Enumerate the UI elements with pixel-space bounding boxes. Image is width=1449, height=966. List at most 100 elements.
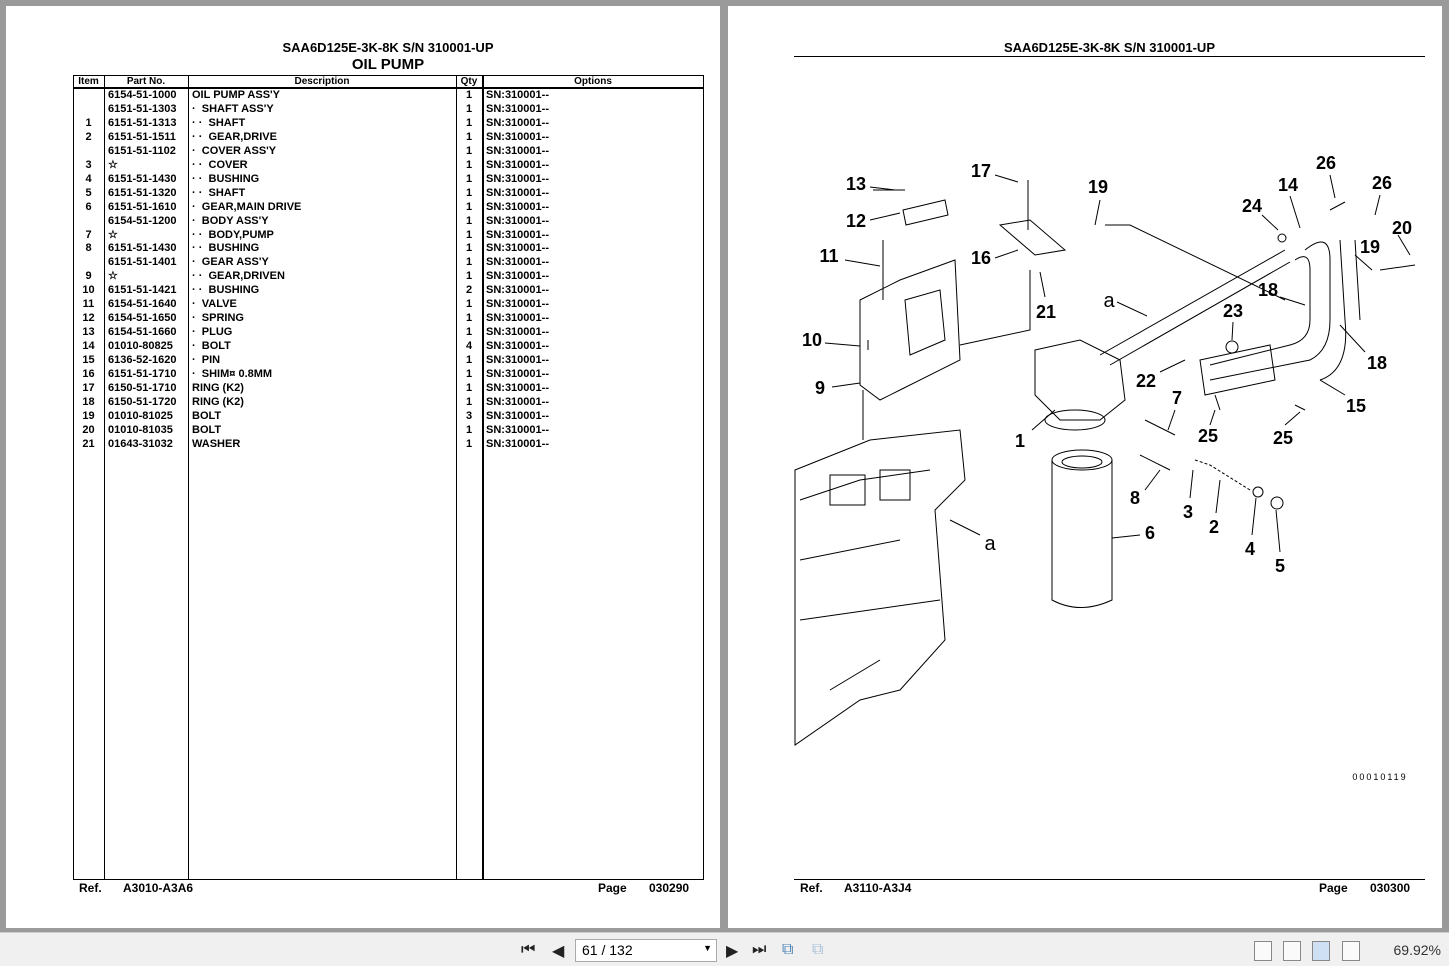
cell-item: 12 xyxy=(82,312,95,325)
chevron-down-icon: ▼ xyxy=(703,943,712,953)
callout-number: 20 xyxy=(1392,218,1412,238)
callout-number: 14 xyxy=(1278,175,1298,195)
cell-item xyxy=(73,88,104,103)
cell-options: SN:310001-- xyxy=(486,340,549,353)
cell-options: SN:310001-- xyxy=(486,186,549,199)
last-page-button[interactable]: ⏭ xyxy=(752,941,767,958)
cell-description: · · BUSHING xyxy=(192,284,260,297)
page-number: 030300 xyxy=(1370,881,1411,895)
cell-options: SN:310001-- xyxy=(486,144,549,157)
cell-description: · PIN xyxy=(192,354,221,367)
cell-description: · GEAR ASS'Y xyxy=(192,256,269,269)
page-selector[interactable]: 61 / 132▼ xyxy=(575,939,717,962)
plate xyxy=(902,199,949,226)
callout-number: 8 xyxy=(1130,488,1140,508)
cell-part-no: 6151-51-1511 xyxy=(108,130,176,143)
cell-description: · · GEAR,DRIVEN xyxy=(192,270,285,283)
cell-item: 10 xyxy=(82,284,95,297)
cell-qty: 1 xyxy=(465,312,473,325)
callout-number: 7 xyxy=(1172,388,1182,408)
cell-qty: 1 xyxy=(465,144,473,157)
first-page-button[interactable]: ⏮ xyxy=(521,941,536,958)
cell-qty: 1 xyxy=(465,354,473,367)
cell-qty: 1 xyxy=(465,395,473,408)
cell-part-no: ☆ xyxy=(108,228,118,241)
cell-item: 8 xyxy=(85,242,92,255)
cell-item xyxy=(73,215,104,229)
cell-item: 18 xyxy=(82,395,95,408)
two-page-continuous-view-button[interactable] xyxy=(1342,941,1360,961)
cell-description: · BODY ASS'Y xyxy=(192,214,269,227)
callout-number: 9 xyxy=(815,378,825,398)
cell-part-no: 6154-51-1660 xyxy=(108,326,177,339)
col-qty: Qty xyxy=(456,75,482,89)
callout-number: 19 xyxy=(1360,237,1380,257)
previous-view-icon[interactable]: ⧉ xyxy=(782,941,794,958)
callout-number: 16 xyxy=(971,248,991,268)
cell-qty: 1 xyxy=(465,298,473,311)
zoom-level[interactable]: 69.92% xyxy=(1393,942,1441,958)
cell-qty: 3 xyxy=(465,409,473,422)
cell-description: BOLT xyxy=(192,409,222,422)
cell-item: 4 xyxy=(85,172,92,185)
callout-number: 4 xyxy=(1245,539,1255,559)
cell-part-no: 6154-51-1000 xyxy=(108,89,177,101)
cell-options: SN:310001-- xyxy=(486,89,549,101)
cell-qty: 1 xyxy=(465,270,473,283)
callout-number: 26 xyxy=(1372,173,1392,193)
next-view-icon[interactable]: ⧉ xyxy=(812,941,824,958)
cell-part-no: 6150-51-1720 xyxy=(108,395,177,408)
cell-item: 15 xyxy=(82,354,95,367)
cell-options: SN:310001-- xyxy=(486,298,549,311)
cell-part-no: 6151-51-1401 xyxy=(108,256,177,269)
exploded-parts-diagram: 1312111091716192124142626201918182322725… xyxy=(794,153,1416,782)
cell-qty: 4 xyxy=(465,340,473,353)
cell-item: 5 xyxy=(85,186,92,199)
cell-item: 20 xyxy=(82,423,95,436)
continuous-view-button[interactable] xyxy=(1283,941,1301,961)
cell-item xyxy=(73,256,104,270)
cell-options: SN:310001-- xyxy=(486,256,549,269)
cell-options: SN:310001-- xyxy=(486,409,549,422)
cell-qty: 1 xyxy=(465,158,473,171)
page-number: 030290 xyxy=(649,881,690,895)
cell-part-no: 6154-51-1650 xyxy=(108,312,177,325)
cell-part-no: 6151-51-1313 xyxy=(108,116,177,129)
cell-item: 7 xyxy=(85,228,92,241)
table-row: 6154-51-1000 OIL PUMP ASS'Y 1 SN:310001-- xyxy=(73,88,704,103)
cell-part-no: 01010-80825 xyxy=(108,340,173,353)
cell-description: · SHIM¤ 0.8MM xyxy=(192,368,273,381)
cell-description: BOLT xyxy=(192,423,222,436)
cell-item: 14 xyxy=(82,340,95,353)
cell-description: OIL PUMP ASS'Y xyxy=(192,89,280,101)
next-page-button[interactable]: ▶ xyxy=(726,943,739,960)
page-title: SAA6D125E-3K-8K S/N 310001-UP xyxy=(794,40,1425,57)
single-page-view-button[interactable] xyxy=(1254,941,1272,961)
cell-qty: 1 xyxy=(465,89,473,101)
two-page-view-button[interactable] xyxy=(1312,941,1330,961)
cell-item: 6 xyxy=(85,200,92,213)
callout-number: 12 xyxy=(846,211,866,231)
ref-code: A3110-A3J4 xyxy=(844,881,912,895)
cell-options: SN:310001-- xyxy=(486,158,549,171)
page-footer: Ref. A3110-A3J4 Page 030300 xyxy=(794,879,1425,895)
cell-part-no: 6136-52-1620 xyxy=(108,354,177,367)
cell-qty: 1 xyxy=(465,172,473,185)
cell-options: SN:310001-- xyxy=(486,242,549,255)
prev-page-button[interactable]: ◀ xyxy=(552,943,565,960)
cell-part-no: 6150-51-1710 xyxy=(108,382,177,395)
col-item: Item xyxy=(73,75,104,89)
cell-item: 19 xyxy=(82,409,95,422)
cell-part-no: 6151-51-1303 xyxy=(108,102,177,115)
